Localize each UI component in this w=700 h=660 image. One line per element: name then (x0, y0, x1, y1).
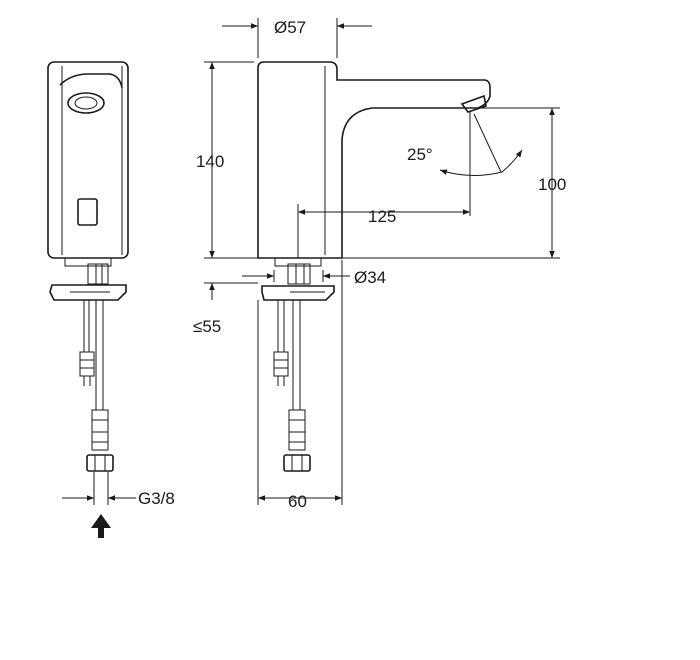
dim-spout-diameter: Ø57 (274, 18, 306, 37)
sensor-window-top (67, 92, 105, 114)
dim-reach: 125 (368, 207, 396, 226)
water-inlet-arrow (91, 514, 111, 538)
connection-nut (86, 454, 114, 472)
dim-angle: 25° (407, 145, 433, 164)
dim-spout-height: 100 (538, 175, 566, 194)
dim-deck-thickness: ≤55 (193, 317, 221, 336)
dim-height: 140 (196, 152, 224, 171)
dim-connection: G3/8 (138, 489, 175, 508)
side-view: G3/8 (47, 61, 175, 538)
front-view: Ø57 140 100 125 25° Ø34 ≤55 60 (193, 18, 566, 511)
sensor-window (77, 198, 98, 226)
faucet-body (257, 61, 491, 259)
dim-base-width: 60 (288, 492, 307, 511)
dim-base-diameter: Ø34 (354, 268, 386, 287)
side-body (47, 61, 129, 259)
